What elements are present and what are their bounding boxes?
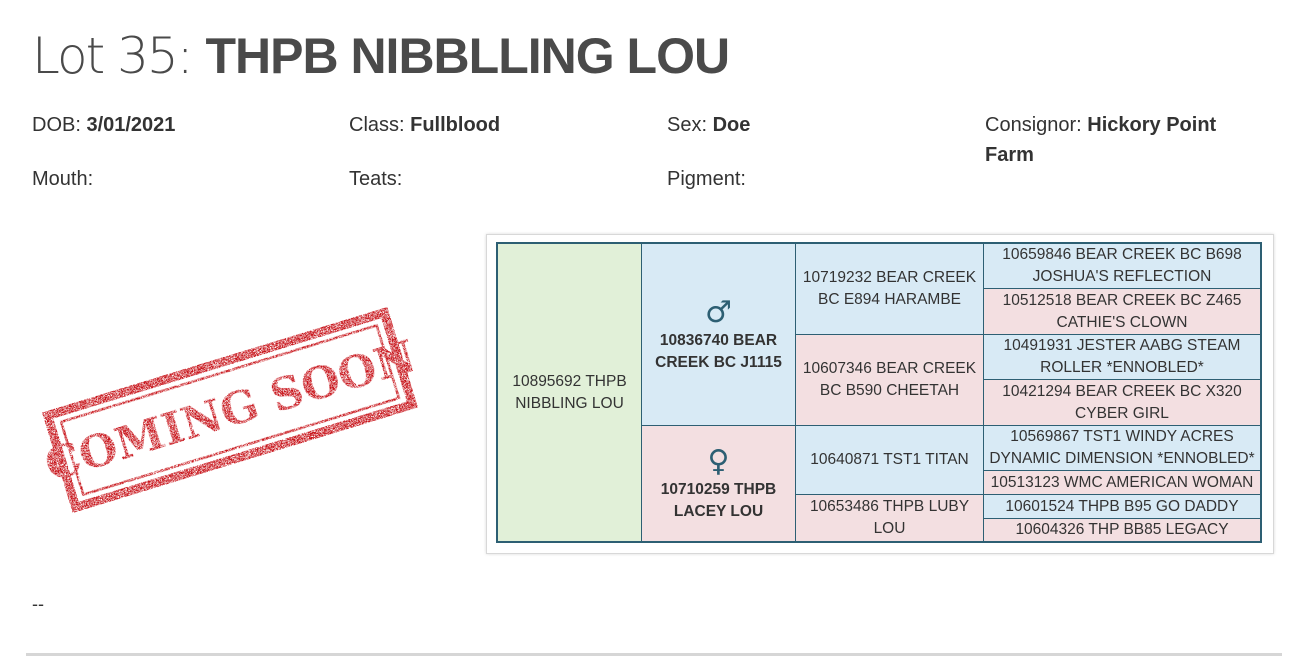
ancestor-cell: 10601524 THPB B95 GO DADDY — [983, 494, 1261, 519]
female-icon: ♀ — [707, 443, 730, 479]
pigment-field: Pigment: — [667, 168, 746, 190]
teats-field: Teats: — [349, 168, 403, 190]
ancestor-cell: 10659846 BEAR CREEK BC B698 JOSHUA'S REF… — [983, 243, 1261, 289]
mouth-field: Mouth: — [32, 168, 94, 190]
sex-field: Sex: Doe — [667, 114, 751, 136]
male-icon: ♂ — [705, 294, 732, 330]
ancestor-cell: 10421294 BEAR CREEK BC X320 CYBER GIRL — [983, 379, 1261, 426]
ancestor-cell: 10604326 THP BB85 LEGACY — [983, 518, 1261, 542]
ancestor-cell: 10513123 WMC AMERICAN WOMAN — [983, 470, 1261, 495]
animal-cell: 10895692 THPB NIBBLING LOU — [497, 243, 642, 542]
dam-sire-cell: 10640871 TST1 TITAN — [795, 425, 984, 495]
dob-field: DOB: 3/01/2021 — [32, 114, 176, 136]
ancestor-cell: 10491931 JESTER AABG STEAM ROLLER *ENNOB… — [983, 334, 1261, 380]
sire-name: 10836740 BEAR CREEK BC J1115 — [655, 331, 782, 371]
ancestor-cell: 10512518 BEAR CREEK BC Z465 CATHIE'S CLO… — [983, 288, 1261, 335]
ancestor-cell: 10569867 TST1 WINDY ACRES DYNAMIC DIMENS… — [983, 425, 1261, 471]
class-field: Class: Fullblood — [349, 114, 501, 136]
dam-cell: ♀ 10710259 THPB LACEY LOU — [641, 425, 796, 542]
sire-cell: ♂ 10836740 BEAR CREEK BC J1115 — [641, 243, 796, 426]
animal-name: THPB NIBBLLING LOU — [205, 28, 730, 84]
sex-value: Doe — [712, 114, 751, 136]
pedigree-table: 10895692 THPB NIBBLING LOU ♂ 10836740 BE… — [496, 242, 1262, 543]
dam-name: 10710259 THPB LACEY LOU — [660, 480, 777, 520]
dob-value: 3/01/2021 — [86, 114, 176, 136]
lot-title: Lot 35: THPB NIBBLLING LOU — [32, 26, 730, 86]
consignor-field: Consignor: Hickory Point Farm — [985, 114, 1217, 166]
divider — [26, 653, 1282, 656]
lot-number: Lot 35: — [32, 27, 206, 85]
coming-soon-stamp: COMING SOON — [40, 307, 420, 513]
consignor-value: Hickory Point Farm — [985, 114, 1217, 166]
dam-dam-cell: 10653486 THPB LUBY LOU — [795, 494, 984, 542]
sire-sire-cell: 10719232 BEAR CREEK BC E894 HARAMBE — [795, 243, 984, 335]
sire-dam-cell: 10607346 BEAR CREEK BC B590 CHEETAH — [795, 334, 984, 426]
class-value: Fullblood — [410, 114, 501, 136]
pedigree-panel: 10895692 THPB NIBBLING LOU ♂ 10836740 BE… — [486, 234, 1274, 554]
description-text: -- — [32, 594, 44, 614]
